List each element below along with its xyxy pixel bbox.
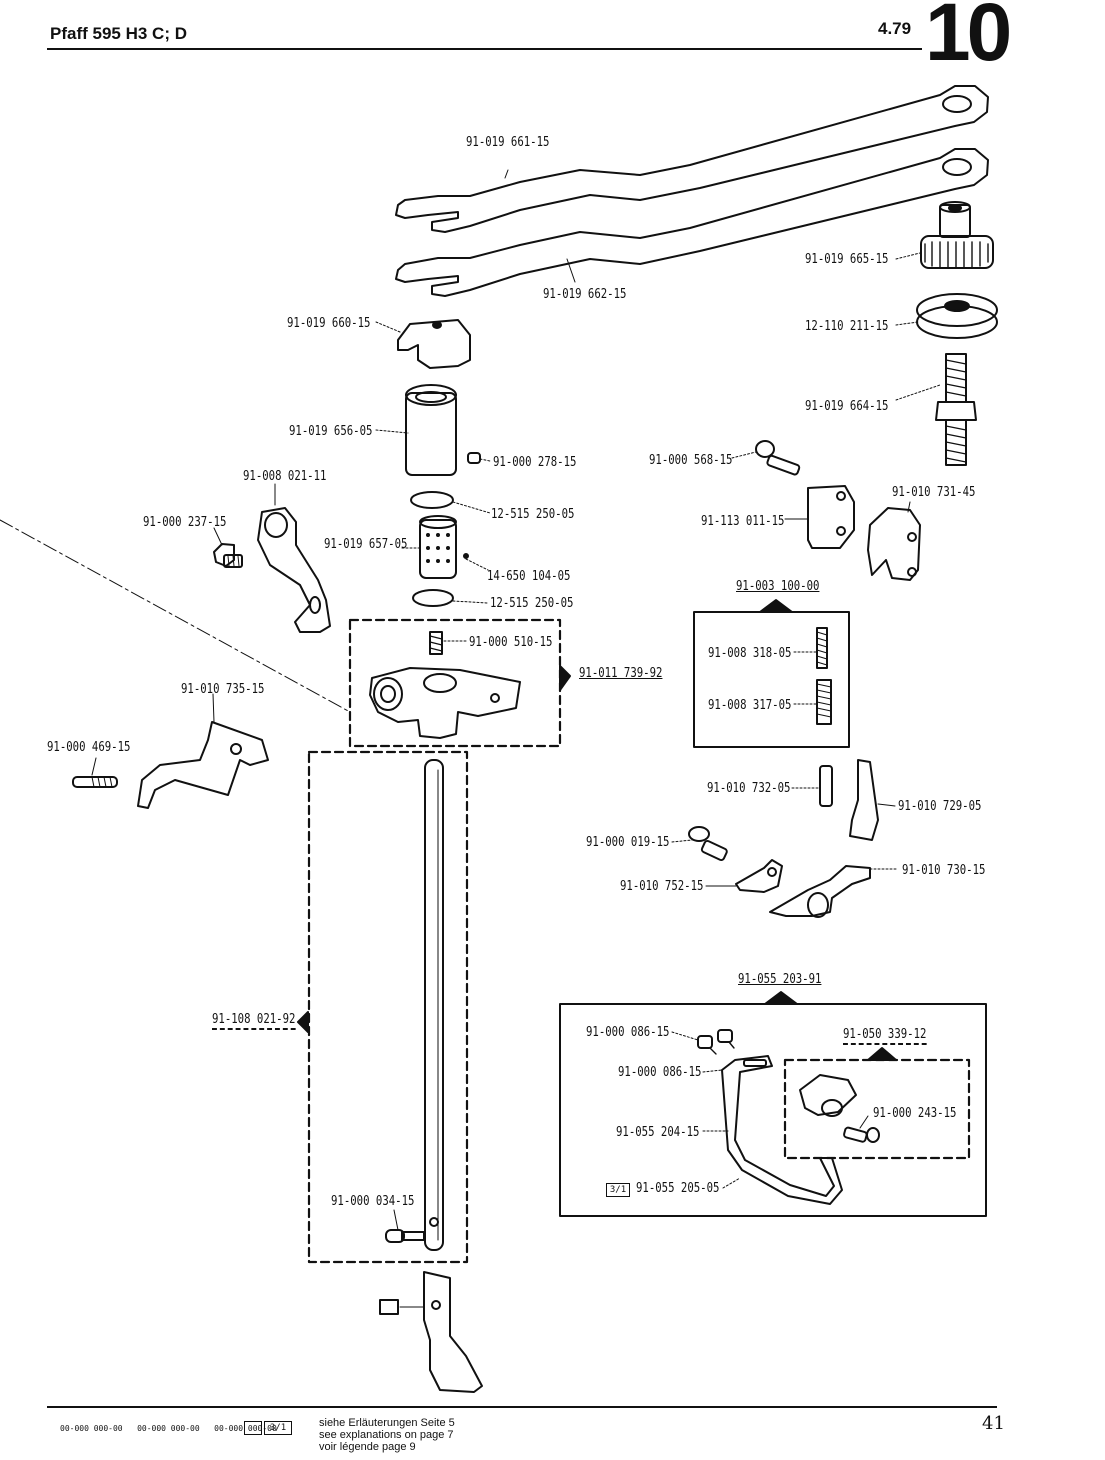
clamp-731	[867, 507, 921, 581]
model-title: Pfaff 595 H3 C; D	[50, 24, 187, 43]
screw-019	[688, 826, 728, 862]
assembly-label: 91-011 739-92	[579, 666, 663, 681]
part-label: 91-019 656-05	[289, 424, 373, 439]
spring-317	[816, 679, 832, 725]
part-label: 91-000 278-15	[493, 455, 577, 470]
saddle-bracket	[397, 319, 471, 369]
part-label: 91-010 731-45	[892, 485, 976, 500]
legend-ref-box: 3/1	[264, 1421, 292, 1435]
part-label: 91-000 034-15	[331, 1194, 415, 1209]
part-label: 91-010 732-05	[707, 781, 791, 796]
pointer-108	[297, 1011, 309, 1033]
guide-204	[721, 1055, 843, 1205]
part-label: 91-008 021-11	[243, 469, 327, 484]
pin-732	[819, 765, 833, 807]
wrench-lower	[395, 148, 989, 297]
header-rule	[47, 48, 922, 50]
note-de: siehe Erläuterungen Seite 5	[319, 1417, 455, 1429]
part-label: 91-000 568-15	[649, 453, 733, 468]
part-label: 12-515 250-05	[490, 596, 574, 611]
code-2: 00-000 000-00	[137, 1424, 200, 1433]
part-label: 91-000 243-15	[873, 1106, 957, 1121]
part-label: 91-019 657-05	[324, 537, 408, 552]
part-729	[849, 759, 879, 841]
pointer-003	[759, 599, 793, 613]
assembly-label: 91-055 203-91	[738, 972, 822, 987]
part-label: 91-010 752-15	[620, 879, 704, 894]
part-label: 91-019 661-15	[466, 135, 550, 150]
presser-bar	[424, 759, 444, 1251]
part-label: 91-000 086-15	[618, 1065, 702, 1080]
leader-lines	[91, 169, 941, 1308]
note-en: see explanations on page 7	[319, 1429, 454, 1441]
spring-510	[429, 631, 443, 655]
part-752	[735, 859, 783, 893]
o-ring-lower	[412, 589, 454, 607]
note-fr: voir légende page 9	[319, 1441, 416, 1453]
lever-735	[137, 721, 269, 809]
footer-rule	[47, 1406, 997, 1408]
pointer-050	[867, 1047, 897, 1061]
revision-date: 4.79	[878, 19, 912, 38]
threaded-stud	[935, 353, 977, 466]
presser-foot	[379, 1271, 483, 1393]
small-screw-278	[467, 452, 481, 464]
code-3: 00-000 000-00	[214, 1424, 277, 1433]
part-label: 14-650 104-05	[487, 569, 571, 584]
chain-leader-line	[0, 519, 351, 713]
section-number: 10	[925, 0, 1012, 78]
part-label: 91-008 317-05	[708, 698, 792, 713]
bushing	[405, 384, 457, 476]
assembly-label: 91-050 339-12	[843, 1028, 927, 1045]
footer-note: siehe Erläuterungen Seite 5 see explanat…	[319, 1417, 455, 1453]
plate-113	[807, 485, 855, 549]
o-ring-upper	[410, 491, 454, 509]
part-label: 91-019 662-15	[543, 287, 627, 302]
wrench-upper	[395, 85, 989, 233]
clamp-block	[369, 667, 521, 739]
assembly-box-108	[307, 750, 469, 1264]
clamp-339	[799, 1074, 857, 1117]
bracket-arm	[257, 507, 331, 633]
screw-568	[755, 440, 801, 476]
assembly-label: 91-108 021-92	[212, 1013, 296, 1030]
pin-469	[72, 776, 118, 788]
pointer-055	[764, 991, 798, 1005]
part-label: 91-055 204-15	[616, 1125, 700, 1140]
footer-codes: 00-000 000-00 00-000 000-00 00-000 000-0…	[60, 1424, 277, 1433]
perforated-sleeve	[419, 515, 457, 579]
part-label: 91-000 469-15	[47, 740, 131, 755]
screw-243	[843, 1126, 880, 1143]
part-label: 91-019 665-15	[805, 252, 889, 267]
part-label: 91-000 510-15	[469, 635, 553, 650]
part-label: 91-019 660-15	[287, 316, 371, 331]
pointer-739	[559, 665, 571, 691]
part-label: 12-515 250-05	[491, 507, 575, 522]
part-label: 91-010 729-05	[898, 799, 982, 814]
code-1: 00-000 000-00	[60, 1424, 123, 1433]
part-label: 91-055 205-05	[636, 1181, 720, 1196]
part-label: 91-010 730-15	[902, 863, 986, 878]
part-label: 91-113 011-15	[701, 514, 785, 529]
screws-086	[697, 1029, 735, 1055]
assembly-label: 91-003 100-00	[736, 579, 820, 594]
ref-tag: 3/1	[606, 1183, 630, 1197]
knurled-nut	[920, 201, 994, 269]
part-label: 91-000 237-15	[143, 515, 227, 530]
page-number: 41	[982, 1413, 1005, 1434]
legend-empty-box	[244, 1421, 262, 1435]
part-label: 91-010 735-15	[181, 682, 265, 697]
ball-14-650	[463, 553, 469, 559]
part-label: 91-000 086-15	[586, 1025, 670, 1040]
part-label: 91-019 664-15	[805, 399, 889, 414]
part-label: 91-000 019-15	[586, 835, 670, 850]
screw-237	[213, 543, 243, 568]
screw-034	[385, 1229, 425, 1243]
knurled-washer	[916, 293, 998, 339]
spring-318	[816, 627, 828, 669]
part-label: 91-008 318-05	[708, 646, 792, 661]
part-label: 12-110 211-15	[805, 319, 889, 334]
part-730	[769, 865, 871, 918]
